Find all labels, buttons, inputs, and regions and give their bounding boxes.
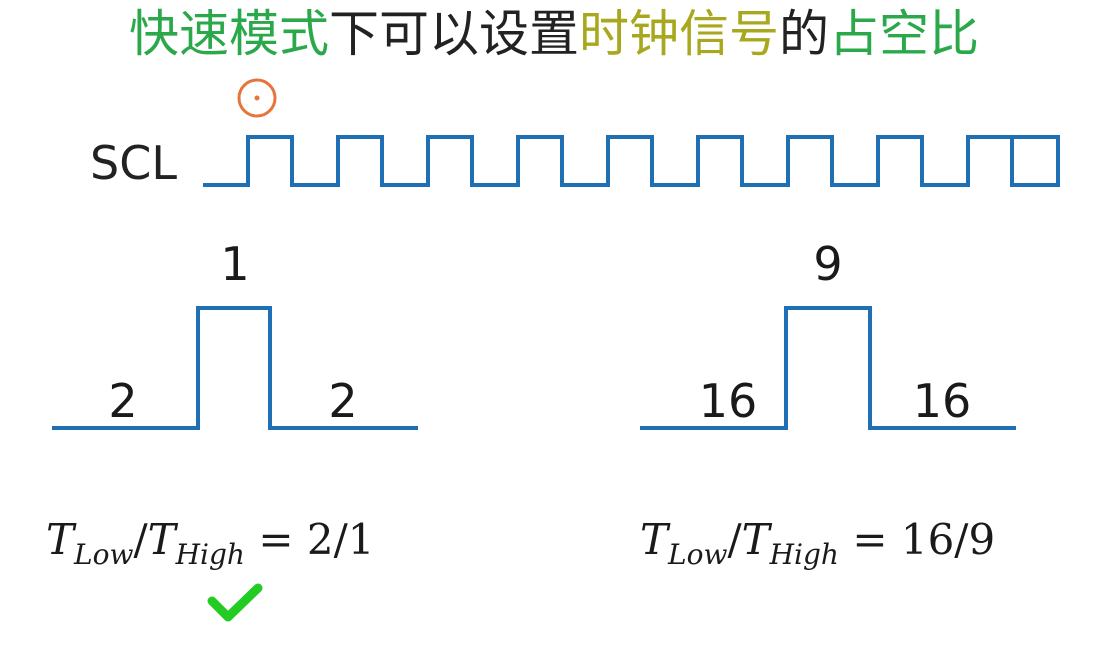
left-formula-value: = 2/1 — [258, 515, 375, 564]
scl-label: SCL — [90, 136, 177, 190]
title-segment-1: 快速模式 — [129, 5, 329, 63]
left-formula-t-low: T — [46, 515, 75, 564]
right-high-label: 9 — [813, 237, 843, 291]
left-formula-sub-high: High — [175, 538, 245, 571]
right-pulse-waveform — [640, 306, 1016, 430]
left-duty-formula: TLow/THigh = 2/1 — [46, 510, 374, 570]
right-duty-formula: TLow/THigh = 16/9 — [640, 510, 995, 570]
left-formula-t-high: T — [147, 515, 176, 564]
right-formula-t-high: T — [741, 515, 770, 564]
left-high-label: 1 — [220, 237, 250, 291]
left-formula-sub-low: Low — [74, 538, 134, 571]
left-low-left-label: 2 — [108, 374, 138, 428]
page-title: 快速模式下可以设置时钟信号的占空比 — [0, 2, 1108, 66]
right-formula-sub-high: High — [769, 538, 839, 571]
right-formula-slash: / — [727, 515, 742, 564]
title-segment-5: 占空比 — [829, 5, 979, 63]
checkmark-icon — [207, 583, 263, 622]
scl-waveform — [203, 135, 1060, 187]
left-formula-slash: / — [133, 515, 148, 564]
right-formula-t-low: T — [640, 515, 669, 564]
right-low-left-label: 16 — [698, 374, 758, 428]
cursor-circle-icon — [237, 78, 277, 118]
title-segment-3: 时钟信号 — [579, 5, 779, 63]
title-segment-4: 的 — [779, 5, 829, 63]
right-formula-value: = 16/9 — [852, 515, 996, 564]
left-low-right-label: 2 — [328, 374, 358, 428]
right-low-right-label: 16 — [912, 374, 972, 428]
right-formula-sub-low: Low — [668, 538, 728, 571]
left-pulse-waveform — [52, 306, 418, 430]
title-segment-2: 下可以设置 — [329, 5, 579, 63]
